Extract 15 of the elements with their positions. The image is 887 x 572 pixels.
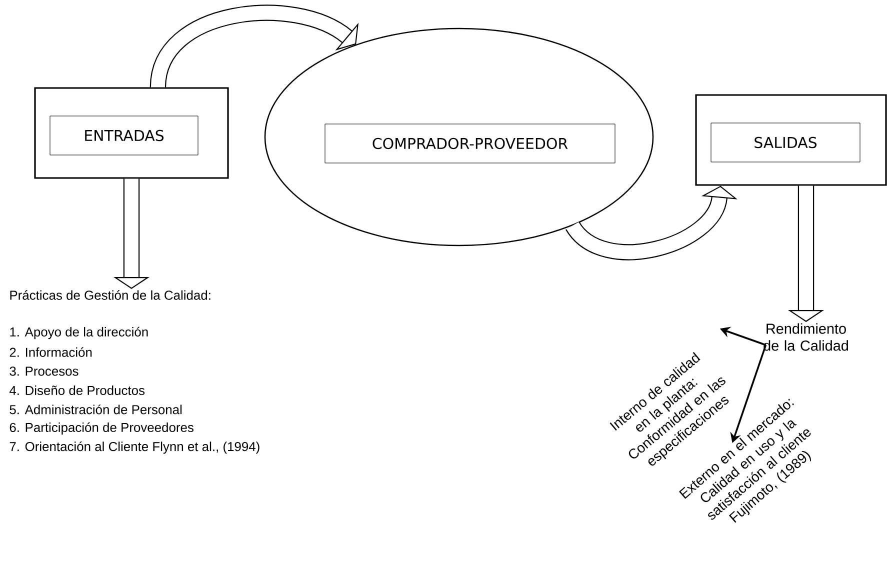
heading-text: Prácticas de Gestión de la Calidad: — [10, 290, 210, 300]
list-item: 5. Administración de Personal — [10, 404, 182, 414]
list-item: 7. Orientación al Cliente Flynn et al., (1994) — [10, 442, 260, 454]
outer-box — [695, 94, 887, 186]
label-box: ENTRADAS — [50, 116, 198, 156]
list-item: 6. Participación de Proveedores — [10, 422, 194, 435]
list-item: 2. Información — [10, 347, 92, 357]
list-item: 3. Procesos — [10, 366, 78, 376]
arrow — [150, 4, 359, 88]
outer-box — [34, 87, 229, 179]
label-box: COMPRADOR-PROVEEDOR — [324, 124, 616, 164]
process-ellipse — [264, 28, 654, 246]
list-item: 1. Apoyo de la dirección — [10, 326, 148, 340]
list-item: 4. Diseño de Productos — [10, 386, 145, 396]
label-box: SALIDAS — [710, 122, 860, 162]
